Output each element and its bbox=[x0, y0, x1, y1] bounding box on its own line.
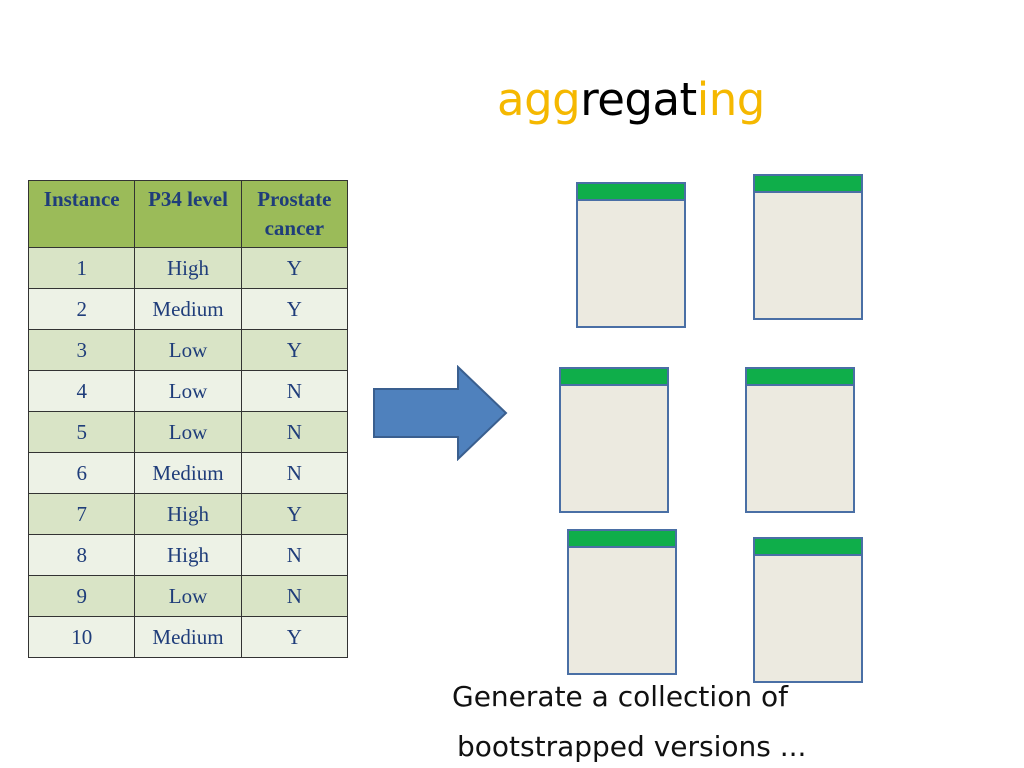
header-instance: Instance bbox=[27, 180, 136, 248]
table-row: 8 High N bbox=[27, 534, 349, 576]
cell-instance: 4 bbox=[27, 370, 136, 412]
bootstrap-sample-3 bbox=[559, 367, 669, 513]
sample-header-bar bbox=[578, 184, 684, 201]
bootstrap-sample-6 bbox=[753, 537, 863, 683]
cell-p34-level: Low bbox=[134, 411, 242, 453]
cell-p34-level: Low bbox=[134, 329, 242, 371]
right-arrow-icon bbox=[373, 365, 508, 461]
header-prostate-cancer: Prostate cancer bbox=[240, 180, 349, 248]
cell-p34-level: High bbox=[134, 247, 242, 289]
sample-header-bar bbox=[755, 539, 861, 556]
sample-header-bar bbox=[747, 369, 853, 386]
table-row: 5 Low N bbox=[27, 411, 349, 453]
cell-prostate-cancer: Y bbox=[240, 288, 349, 330]
table-header-row: Instance P34 level Prostate cancer bbox=[27, 180, 349, 248]
table-row: 6 Medium N bbox=[27, 452, 349, 494]
sample-header-bar bbox=[561, 369, 667, 386]
table-row: 1 High Y bbox=[27, 247, 349, 289]
cell-prostate-cancer: Y bbox=[240, 247, 349, 289]
cell-prostate-cancer: Y bbox=[240, 329, 349, 371]
data-table: Instance P34 level Prostate cancer 1 Hig… bbox=[27, 180, 349, 658]
cell-instance: 1 bbox=[27, 247, 136, 289]
bootstrap-sample-5 bbox=[567, 529, 677, 675]
table-row: 3 Low Y bbox=[27, 329, 349, 371]
cell-prostate-cancer: Y bbox=[240, 493, 349, 535]
cell-p34-level: Low bbox=[134, 370, 242, 412]
sample-header-bar bbox=[569, 531, 675, 548]
title-segment-3: ing bbox=[696, 73, 766, 126]
cell-prostate-cancer: N bbox=[240, 370, 349, 412]
cell-prostate-cancer: N bbox=[240, 411, 349, 453]
table-row: 4 Low N bbox=[27, 370, 349, 412]
slide-title: aggregating bbox=[497, 70, 765, 130]
bootstrap-sample-2 bbox=[753, 174, 863, 320]
cell-p34-level: Medium bbox=[134, 452, 242, 494]
cell-prostate-cancer: N bbox=[240, 534, 349, 576]
cell-instance: 6 bbox=[27, 452, 136, 494]
cell-instance: 2 bbox=[27, 288, 136, 330]
bootstrap-sample-4 bbox=[745, 367, 855, 513]
sample-header-bar bbox=[755, 176, 861, 193]
cell-p34-level: High bbox=[134, 534, 242, 576]
bootstrap-sample-1 bbox=[576, 182, 686, 328]
cell-p34-level: Medium bbox=[134, 616, 242, 658]
title-segment-1: agg bbox=[497, 73, 581, 126]
cell-instance: 8 bbox=[27, 534, 136, 576]
cell-prostate-cancer: N bbox=[240, 452, 349, 494]
cell-instance: 10 bbox=[27, 616, 136, 658]
table-row: 9 Low N bbox=[27, 575, 349, 617]
caption-line-1: Generate a collection of bbox=[452, 680, 788, 713]
cell-instance: 3 bbox=[27, 329, 136, 371]
cell-p34-level: Medium bbox=[134, 288, 242, 330]
table-row: 10 Medium Y bbox=[27, 616, 349, 658]
caption-line-2: bootstrapped versions ... bbox=[457, 730, 807, 763]
cell-prostate-cancer: Y bbox=[240, 616, 349, 658]
cell-p34-level: Low bbox=[134, 575, 242, 617]
caption: Generate a collection of bootstrapped ve… bbox=[449, 672, 919, 768]
header-p34-level: P34 level bbox=[134, 180, 242, 248]
cell-instance: 9 bbox=[27, 575, 136, 617]
title-segment-2: regat bbox=[580, 73, 697, 126]
table-row: 2 Medium Y bbox=[27, 288, 349, 330]
cell-p34-level: High bbox=[134, 493, 242, 535]
cell-instance: 7 bbox=[27, 493, 136, 535]
table-row: 7 High Y bbox=[27, 493, 349, 535]
cell-instance: 5 bbox=[27, 411, 136, 453]
cell-prostate-cancer: N bbox=[240, 575, 349, 617]
